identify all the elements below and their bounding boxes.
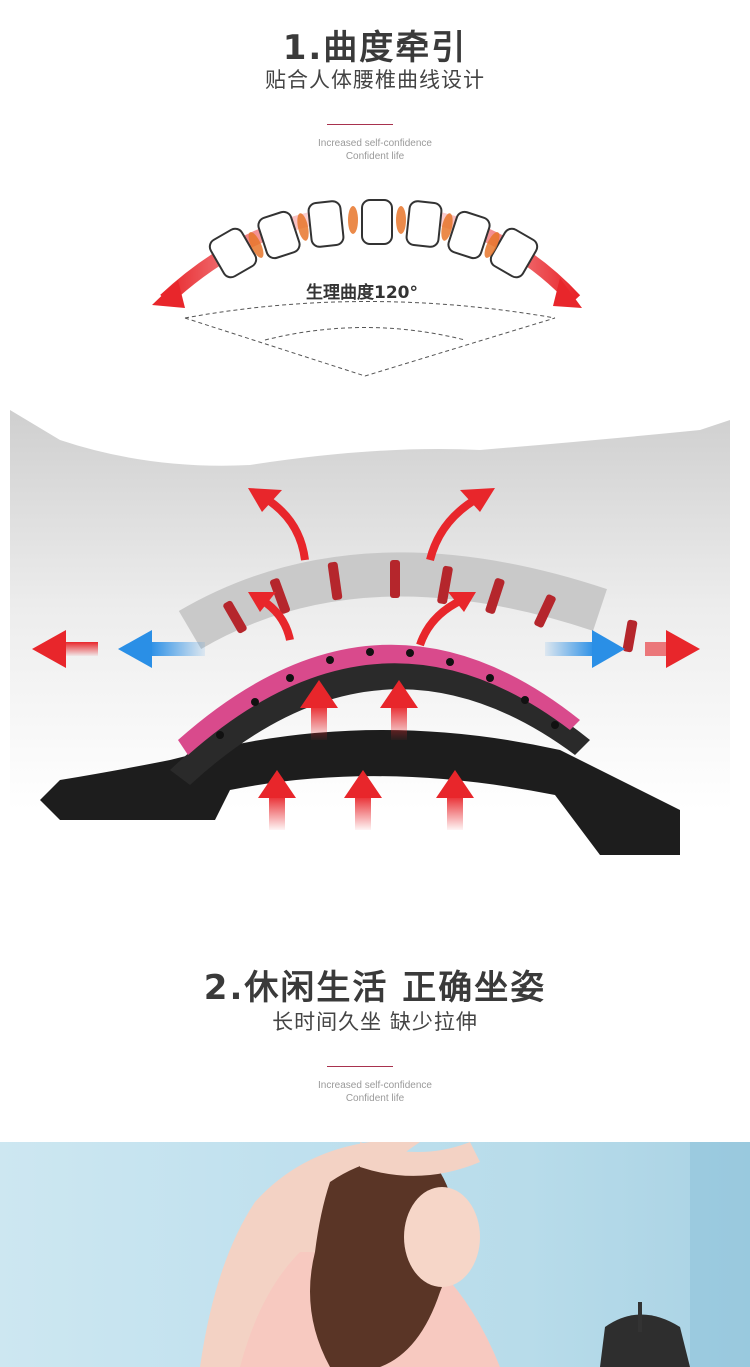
product-illustration <box>10 410 730 855</box>
curved-arrowheads-icon <box>248 488 495 612</box>
right-blue-arrow-icon <box>592 630 625 668</box>
stretching-woman-photo <box>0 1142 750 1367</box>
section2-title: 2.休闲生活 正确坐姿 <box>203 968 547 1008</box>
left-red-arrow-shaft <box>60 642 98 656</box>
section1-tagline: Increased self-confidence Confident life <box>0 137 750 163</box>
spine-icon <box>178 552 638 653</box>
pink-pad <box>178 644 580 755</box>
left-arrowhead-icon <box>152 280 185 308</box>
woman-illustration <box>200 1142 750 1367</box>
section2-tag-line1: Increased self-confidence <box>318 1080 432 1091</box>
disc-icons <box>248 206 500 258</box>
curvature-diagram: 生理曲度120° <box>152 199 582 377</box>
right-red-arrow-icon <box>666 630 700 668</box>
massage-nodes <box>216 648 559 739</box>
section1-tag-line1: Increased self-confidence <box>318 138 432 149</box>
section1-tag-line2: Confident life <box>345 151 405 162</box>
section2-tagline: Increased self-confidence Confident life <box>0 1079 750 1105</box>
right-red-arrow-shaft <box>645 642 670 656</box>
left-blue-arrow-shaft <box>150 642 205 656</box>
stretcher-arch <box>170 661 590 785</box>
vertebrae-icons <box>208 199 539 279</box>
up-red-arrows <box>258 680 474 830</box>
section1-title: 1.曲度牵引 <box>282 28 468 68</box>
right-arrowhead-icon <box>553 278 582 308</box>
angle-dashed-lines <box>184 301 556 377</box>
left-red-arrow-icon <box>32 630 66 668</box>
right-blue-arrow-shaft <box>545 642 595 656</box>
section2-divider <box>327 1066 393 1067</box>
section1-divider <box>327 124 393 125</box>
left-blue-arrow-icon <box>118 630 152 668</box>
section2-subtitle: 长时间久坐 缺少拉伸 <box>272 1010 478 1034</box>
section1-subtitle: 贴合人体腰椎曲线设计 <box>265 68 485 92</box>
curvature-label: 生理曲度120° <box>306 282 418 303</box>
section2-tag-line2: Confident life <box>345 1093 405 1104</box>
